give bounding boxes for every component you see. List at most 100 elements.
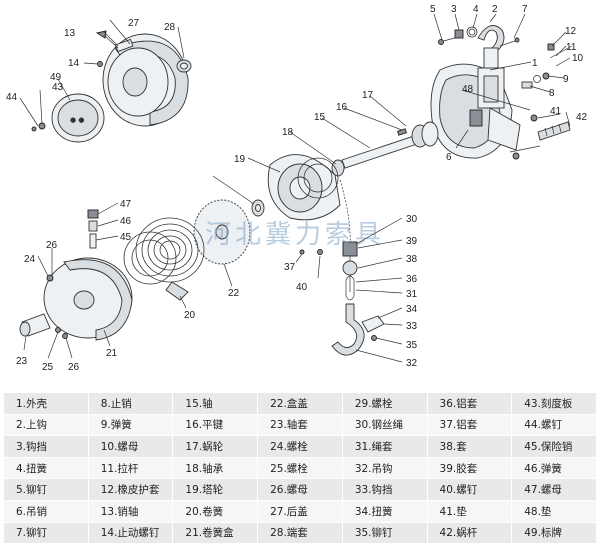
- callout-19: 19: [234, 154, 246, 165]
- stop-pin-parts: [521, 43, 573, 89]
- legend-cell: 25.螺栓: [257, 456, 343, 480]
- legend-cell: 33.钩挡: [341, 478, 428, 501]
- callout-36: 36: [406, 274, 418, 285]
- legend-cell: 4.扭簧: [3, 456, 89, 480]
- callout-12: 12: [565, 26, 577, 37]
- legend-cell: 27.后盖: [257, 499, 343, 523]
- callout-2: 2: [492, 4, 498, 15]
- rear-cover-part: [102, 33, 189, 127]
- callout-5: 5: [430, 4, 436, 15]
- legend-cell: 47.螺母: [511, 478, 597, 501]
- worm-shaft-part: [530, 114, 571, 141]
- legend-cell: 36.铝套: [426, 392, 513, 415]
- legend-cell: 11.拉杆: [87, 456, 174, 480]
- legend-cell: 31.绳套: [341, 435, 428, 458]
- callout-30: 30: [406, 214, 418, 225]
- callout-34: 34: [406, 304, 418, 315]
- legend-cell: 7.铆钉: [3, 521, 89, 545]
- callout-43: 43: [52, 82, 64, 93]
- legend-cell: 42.蜗杆: [426, 521, 513, 545]
- legend-cell: 13.销轴: [87, 499, 174, 523]
- legend-cell: 49.标牌: [511, 521, 597, 545]
- rubber-sleeve-part: [342, 241, 358, 276]
- bearing-19-part: [251, 199, 265, 217]
- legend-cell: 22.盒盖: [257, 392, 343, 415]
- callout-3: 3: [451, 4, 457, 15]
- callout-47: 47: [120, 199, 132, 210]
- rivet-7-part: [499, 37, 520, 47]
- aluminum-sleeve-37-part: [299, 249, 305, 255]
- end-sleeve-part: [176, 59, 192, 73]
- legend-cell: 14.止动螺钉: [87, 521, 174, 545]
- spring-box-part: [43, 257, 133, 341]
- legend-cell: 30.钢丝绳: [341, 413, 428, 437]
- legend-cell: 12.橡皮护套: [87, 478, 174, 501]
- legend-cell: 9.弹簧: [87, 413, 174, 437]
- callout-17: 17: [362, 90, 374, 101]
- callout-41: 41: [550, 106, 562, 117]
- legend-cell: 32.吊钩: [341, 456, 428, 480]
- legend-cell: 46.弹簧: [511, 456, 597, 480]
- callout-1: 1: [532, 58, 538, 69]
- clock-spring-part: [123, 217, 205, 301]
- legend-cell: 29.螺栓: [341, 392, 428, 415]
- torsion-spring-4-part: [466, 26, 478, 38]
- callout-7: 7: [522, 4, 528, 15]
- callout-28: 28: [164, 22, 176, 33]
- callout-22: 22: [228, 288, 240, 299]
- callout-24: 24: [24, 254, 36, 265]
- cone-pulley-part: [267, 154, 341, 221]
- hook-stop-part: [454, 29, 464, 39]
- callout-10: 10: [572, 53, 584, 64]
- box-cover-part: [193, 199, 251, 265]
- upper-hook-part: [477, 25, 505, 69]
- callout-26b: 26: [68, 362, 80, 373]
- callout-15: 15: [314, 112, 326, 123]
- callout-31: 31: [406, 289, 418, 300]
- legend-cell: 15.轴: [172, 392, 259, 415]
- callout-39: 39: [406, 236, 418, 247]
- legend-cell: 44.螺钉: [511, 413, 597, 437]
- legend-cell: 34.扭簧: [341, 499, 428, 523]
- exploded-parts-diagram: ● ●: [6, 4, 588, 373]
- callout-38: 38: [406, 254, 418, 265]
- legend-cell: 3.钩挡: [3, 435, 89, 458]
- pin-13-part: [95, 30, 119, 49]
- legend-cell: 19.塔轮: [172, 478, 259, 501]
- legend-cell: 41.垫: [426, 499, 513, 523]
- callout-9: 9: [563, 74, 569, 85]
- leader-lines: [23, 13, 571, 363]
- callout-27: 27: [128, 18, 140, 29]
- callout-21: 21: [106, 348, 118, 359]
- axle-sleeve-part: [19, 313, 51, 337]
- legend-cell: 16.平键: [172, 413, 259, 437]
- small-bolts-parts: [46, 274, 68, 339]
- watermark-text: 河北冀力索具: [205, 220, 385, 250]
- legend-cell: 26.螺母: [257, 478, 343, 501]
- rope-thimble-part: [345, 275, 355, 301]
- callout-48: 48: [462, 84, 474, 95]
- legend-cell: 28.端套: [257, 521, 343, 545]
- callout-18: 18: [282, 127, 294, 138]
- legend-cell: 24.螺栓: [257, 435, 343, 458]
- callout-23: 23: [16, 356, 28, 367]
- callout-20: 20: [184, 310, 196, 321]
- callout-25: 25: [42, 362, 54, 373]
- callout-45: 45: [120, 232, 132, 243]
- label-plate-part: ● ●: [51, 93, 105, 143]
- legend-cell: 48.垫: [511, 499, 597, 523]
- legend-cell: 20.卷簧: [172, 499, 259, 523]
- legend-cell: 23.轴套: [257, 413, 343, 437]
- legend-cell: 38.套: [426, 435, 513, 458]
- legend-cell: 21.卷簧盒: [172, 521, 259, 545]
- legend-cell: 39.胶套: [426, 456, 513, 480]
- legend-cell: 10.螺母: [87, 435, 174, 458]
- callout-16: 16: [336, 102, 348, 113]
